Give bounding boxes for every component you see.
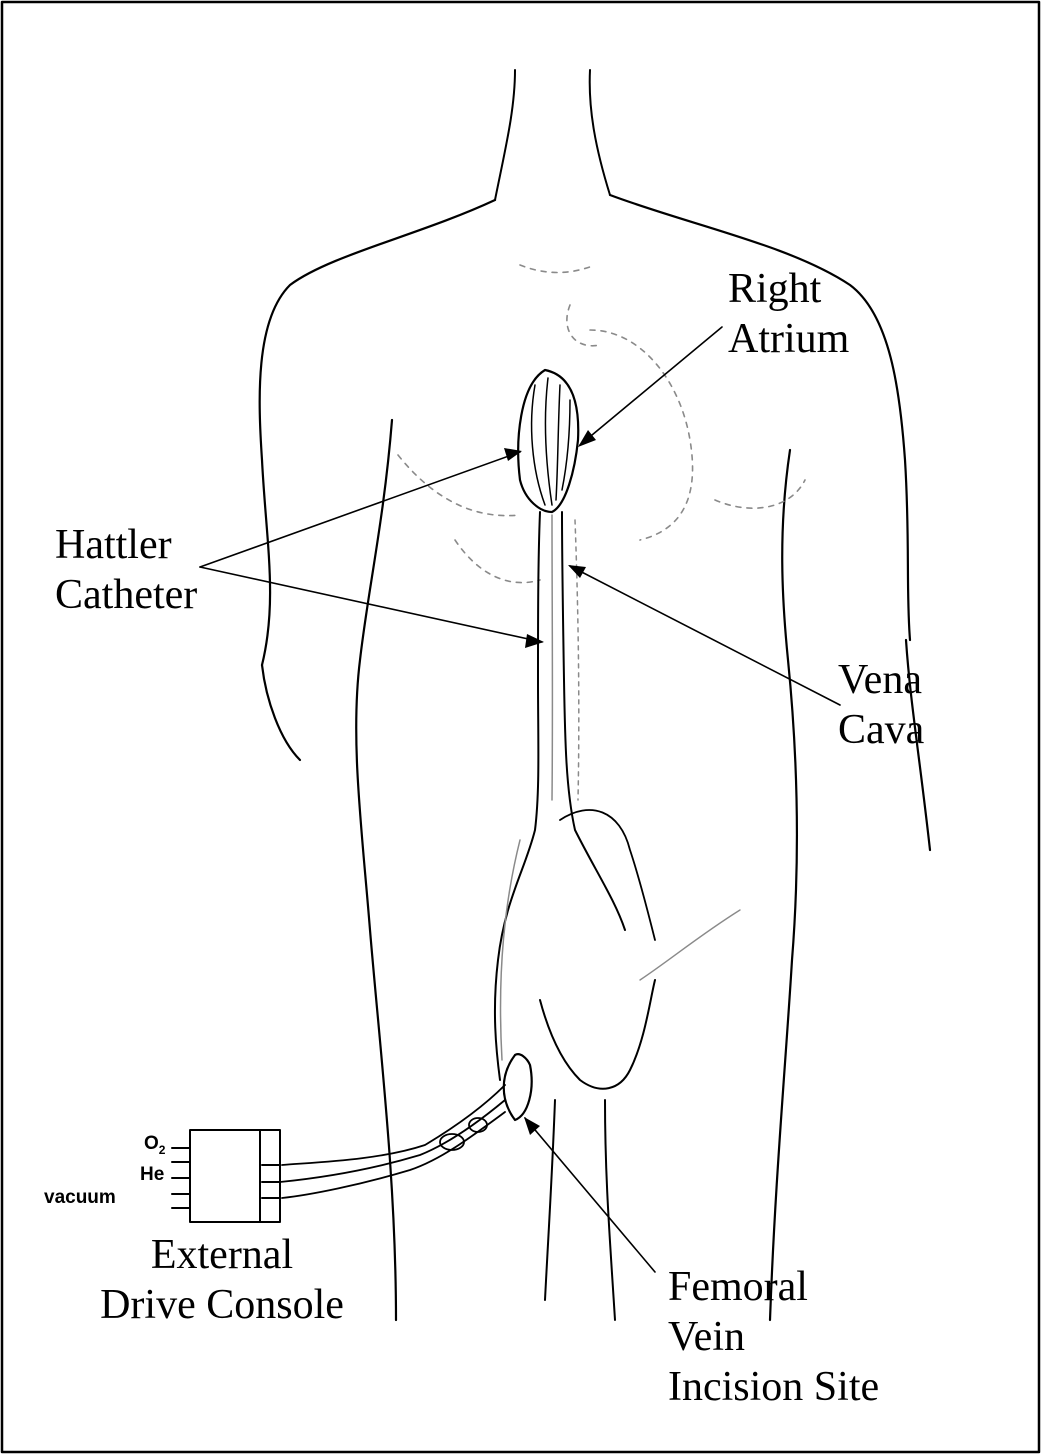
port-label-o2: O2 [144, 1134, 165, 1160]
external-drive-console-label: External Drive Console [82, 1230, 362, 1330]
vena-cava-label: Vena Cava [838, 655, 924, 755]
hattler-lower-arrowhead [525, 634, 544, 648]
femoral-vein-label-line3: Incision Site [668, 1362, 879, 1412]
incision-site [504, 1054, 532, 1120]
femoral-vein-label: Femoral Vein Incision Site [668, 1262, 879, 1412]
external-drive-console-label-line2: Drive Console [82, 1280, 362, 1330]
right-atrium-label: Right Atrium [728, 264, 849, 364]
right-atrium-leader [580, 327, 722, 445]
hattler-catheter-label-line2: Catheter [55, 570, 197, 620]
neck-outline [495, 70, 610, 200]
console-tubing [280, 1085, 505, 1198]
leader-lines [200, 327, 840, 1272]
right-atrium-label-line2: Atrium [728, 314, 849, 364]
right-atrium-arrowhead [578, 430, 596, 447]
hattler-catheter-label-line1: Hattler [55, 520, 197, 570]
femoral-vein-label-line1: Femoral [668, 1262, 879, 1312]
drive-console-box [172, 1130, 280, 1222]
port-label-o2-sub: 2 [159, 1143, 166, 1157]
vena-cava [495, 512, 625, 1080]
vena-cava-label-line2: Cava [838, 705, 924, 755]
right-atrium-label-line1: Right [728, 264, 849, 314]
external-drive-console-label-line1: External [82, 1230, 362, 1280]
catheter-balloon [518, 370, 578, 512]
groin-outline [540, 910, 740, 1320]
hattler-catheter-label: Hattler Catheter [55, 520, 197, 620]
vena-cava-label-line1: Vena [838, 655, 924, 705]
incision-leader [525, 1118, 655, 1272]
port-label-he: He [140, 1165, 164, 1185]
vena-cava-leader [570, 566, 840, 705]
port-label-vacuum: vacuum [44, 1188, 116, 1208]
femoral-vein-label-line2: Vein [668, 1312, 879, 1362]
port-label-o2-main: O [144, 1133, 159, 1154]
